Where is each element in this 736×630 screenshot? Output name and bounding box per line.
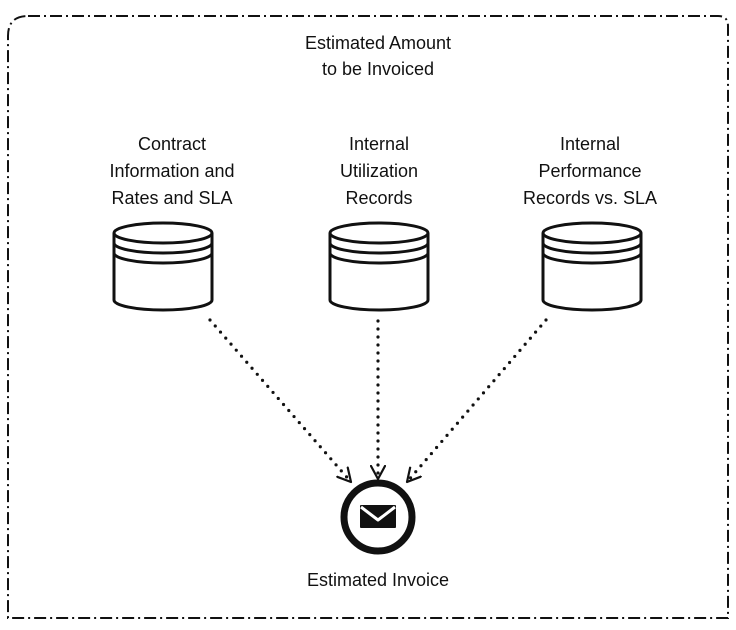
group-title-line-1: Estimated Amount [304, 33, 452, 53]
group-boundary [7, 15, 729, 619]
contract-label-line-1: Contract [137, 134, 207, 154]
utilization-label-line-3: Records [345, 188, 413, 208]
utilization-label-line-1: Internal [348, 134, 410, 154]
contract-label-line-3: Rates and SLA [111, 188, 233, 208]
data-store-contract-label: Contract Information and Rates and SLA [62, 131, 282, 212]
performance-label-line-3: Records vs. SLA [522, 188, 658, 208]
performance-label-line-1: Internal [559, 134, 621, 154]
data-store-performance-label: Internal Performance Records vs. SLA [480, 131, 700, 212]
end-event-label: Estimated Invoice [306, 570, 450, 590]
data-store-performance[interactable] [541, 221, 643, 312]
performance-label-line-2: Performance [538, 161, 642, 181]
group-title-line-2: to be Invoiced [321, 59, 435, 79]
end-event-estimated-invoice[interactable] [340, 479, 416, 555]
data-store-utilization-label: Internal Utilization Records [269, 131, 489, 212]
association-contract-to-invoice[interactable] [208, 318, 353, 484]
utilization-label-line-2: Utilization [339, 161, 419, 181]
association-performance-to-invoice[interactable] [405, 318, 548, 484]
group-title: Estimated Amount to be Invoiced [228, 30, 528, 82]
data-store-contract[interactable] [112, 221, 214, 312]
envelope-icon [360, 505, 396, 528]
data-store-utilization[interactable] [328, 221, 430, 312]
contract-label-line-2: Information and [109, 161, 235, 181]
